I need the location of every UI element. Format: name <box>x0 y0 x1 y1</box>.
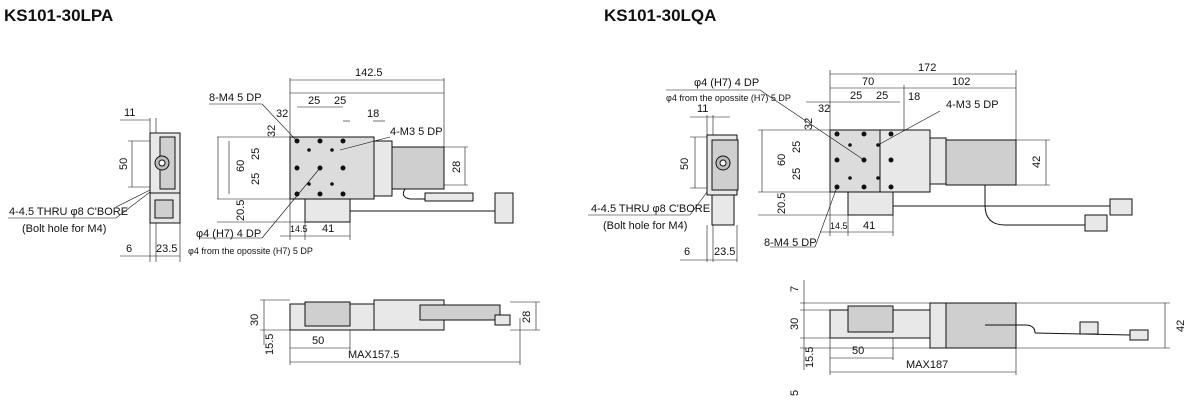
lqa-tap-holes-label: 8-M4 5 DP <box>764 237 817 249</box>
lpa-front-dim-30: 30 <box>249 314 261 326</box>
lqa-top-view: 172 70 102 25 25 32 18 32 60 25 25 20.5 … <box>666 62 1133 249</box>
lpa-dim-28: 28 <box>451 161 463 173</box>
lqa-front-max-length: MAX187 <box>906 359 948 371</box>
lpa-dim-32-x: 32 <box>276 108 288 120</box>
lpa-dim-pitch-x2: 25 <box>334 95 346 107</box>
lpa-pin-hole-opposite-label: φ4 from the opossite (H7) 5 DP <box>188 246 313 256</box>
lqa-dim-pitch-y2: 25 <box>791 168 803 180</box>
lqa-dim-pitch-x1: 25 <box>850 90 862 102</box>
lqa-dim-14-5: 14.5 <box>830 221 848 231</box>
lpa-bolt-hole-label: 4-4.5 THRU φ8 C'BORE <box>9 206 128 218</box>
lqa-dim-32-x: 32 <box>818 103 830 115</box>
lqa-front-dim-50: 50 <box>852 345 864 357</box>
lqa-bolt-note: (Bolt hole for M4) <box>603 220 687 232</box>
lqa-side-dim-50: 50 <box>679 158 691 170</box>
lpa-side-dim-50: 50 <box>118 158 130 170</box>
lqa-side-view: 11 50 4-4.5 THRU φ8 C'BORE (Bolt hole fo… <box>588 103 739 262</box>
lpa-top-view: 142.5 25 25 32 18 32 60 25 25 20.5 14.5 … <box>188 67 514 256</box>
lqa-side-dim-23-5: 23.5 <box>714 246 735 258</box>
lqa-front-dim-7: 7 <box>789 286 801 292</box>
lqa-front-dim-30: 30 <box>789 318 801 330</box>
lqa-dim-32-y: 32 <box>803 118 815 130</box>
lqa-pin-hole-label: φ4 (H7) 4 DP <box>694 77 759 89</box>
lqa-front-dim-5: 5 <box>789 390 801 396</box>
lqa-dim-42: 42 <box>1031 156 1043 168</box>
lpa-front-max-length: MAX157.5 <box>348 349 399 361</box>
lpa-dim-pitch-y2: 25 <box>250 173 262 185</box>
lpa-bolt-note: (Bolt hole for M4) <box>22 223 106 235</box>
lpa-dim-20-5: 20.5 <box>235 200 247 221</box>
lqa-bolt-hole-label: 4-4.5 THRU φ8 C'BORE <box>591 203 710 215</box>
model-title-lqa: KS101-30LQA <box>604 6 717 25</box>
lqa-dim-60: 60 <box>776 154 788 166</box>
lpa-dim-142-5: 142.5 <box>355 67 383 79</box>
lqa-front-dim-42: 42 <box>1175 320 1187 332</box>
lpa-side-dim-11: 11 <box>124 107 135 119</box>
lpa-front-dim-15-5: 15.5 <box>264 334 276 355</box>
lpa-side-view: 11 50 4-4.5 THRU φ8 C'BORE (Bolt hole fo… <box>8 107 181 262</box>
lqa-dim-20-5: 20.5 <box>776 193 788 214</box>
lqa-dim-70: 70 <box>862 76 874 88</box>
lqa-dim-pitch-y1: 25 <box>791 141 803 153</box>
lpa-dim-14-5: 14.5 <box>290 224 308 234</box>
lpa-dim-60: 60 <box>235 160 247 172</box>
lqa-dim-172: 172 <box>918 62 936 74</box>
lqa-dim-pitch-x2: 25 <box>876 90 888 102</box>
lpa-dim-pitch-x1: 25 <box>308 95 320 107</box>
lpa-side-dim-6: 6 <box>126 243 132 255</box>
lqa-side-dim-11: 11 <box>697 103 708 115</box>
lpa-dim-18: 18 <box>367 108 379 120</box>
lqa-front-dim-15-5: 15.5 <box>804 347 816 368</box>
lqa-front-view: 7 30 15.5 5 50 MAX187 42 <box>789 280 1187 396</box>
lpa-dim-32-y: 32 <box>266 125 278 137</box>
lpa-pin-hole-label: φ4 (H7) 4 DP <box>196 228 261 240</box>
lqa-pin-hole-opposite-label: φ4 from the opossite (H7) 5 DP <box>666 93 791 103</box>
lqa-side-dim-6: 6 <box>684 246 690 258</box>
lqa-dim-41: 41 <box>863 220 875 232</box>
lpa-side-dim-23-5: 23.5 <box>156 243 177 255</box>
lpa-motor-taps-label: 4-M3 5 DP <box>390 126 443 138</box>
lpa-front-view: 30 15.5 50 MAX157.5 28 <box>249 299 540 365</box>
lqa-dim-102: 102 <box>952 76 970 88</box>
lpa-front-dim-28: 28 <box>521 311 533 323</box>
model-title-lpa: KS101-30LPA <box>4 6 114 25</box>
lpa-tap-holes-label: 8-M4 5 DP <box>209 92 262 104</box>
lpa-dim-pitch-y1: 25 <box>250 148 262 160</box>
lpa-front-dim-50: 50 <box>312 335 324 347</box>
lpa-dim-41: 41 <box>322 223 334 235</box>
lqa-dim-18: 18 <box>908 91 920 103</box>
lqa-motor-taps-label: 4-M3 5 DP <box>946 99 999 111</box>
